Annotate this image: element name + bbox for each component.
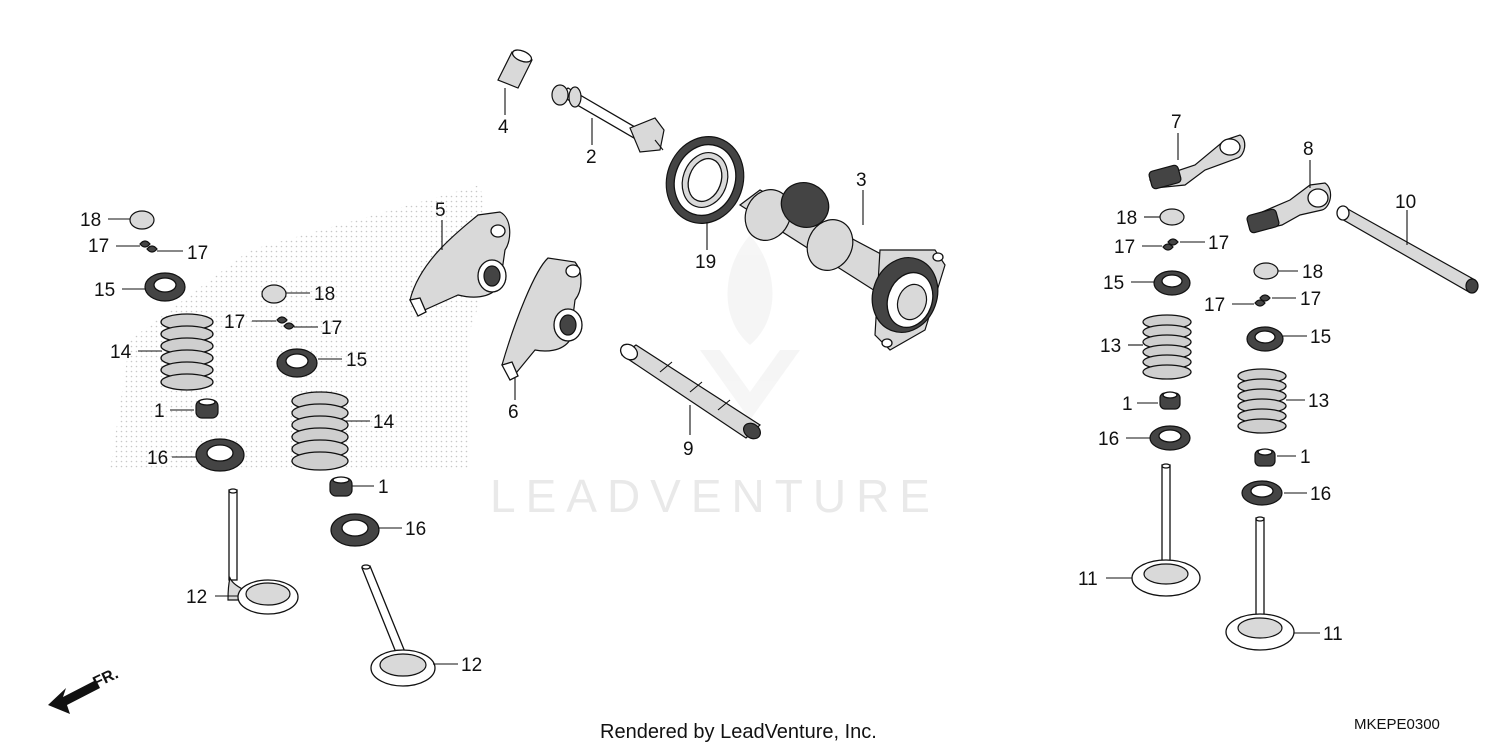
front-label: FR. — [91, 665, 122, 691]
part-5-rocker-arm[interactable] — [409, 211, 511, 317]
part-15-spring-retainer[interactable] — [1246, 326, 1284, 352]
part-18-valve-cap[interactable] — [1159, 208, 1185, 226]
part-9-rocker-shaft[interactable] — [618, 341, 764, 442]
callout-14[interactable]: 14 — [373, 412, 395, 433]
callout-4[interactable]: 4 — [498, 117, 509, 138]
callout-18[interactable]: 18 — [1116, 208, 1137, 229]
callout-17[interactable]: 17 — [1300, 289, 1321, 310]
callout-2[interactable]: 2 — [586, 147, 597, 168]
part-11-exhaust-valve[interactable] — [1225, 516, 1295, 651]
part-1-stem-seal[interactable] — [1254, 448, 1276, 467]
part-15-spring-retainer[interactable] — [1153, 270, 1191, 296]
part-13-valve-spring[interactable] — [1237, 368, 1287, 434]
callout-9[interactable]: 9 — [683, 439, 694, 460]
part-4-dowel-pin[interactable] — [497, 48, 533, 89]
callout-18[interactable]: 18 — [314, 284, 335, 305]
callout-17[interactable]: 17 — [321, 318, 342, 339]
callout-1[interactable]: 1 — [154, 401, 165, 422]
part-3-camshaft[interactable] — [737, 175, 948, 351]
part-18-valve-cap[interactable] — [261, 284, 287, 304]
part-18-valve-cap[interactable] — [129, 210, 155, 230]
front-direction-arrow-icon — [48, 680, 100, 714]
callout-7[interactable]: 7 — [1171, 112, 1182, 133]
part-2-decompressor-shaft[interactable] — [551, 84, 665, 153]
part-8-rocker-arm[interactable] — [1246, 182, 1332, 234]
part-17-valve-cotter[interactable] — [1162, 238, 1179, 251]
callout-16[interactable]: 16 — [147, 448, 168, 469]
part-12-intake-valve[interactable] — [227, 488, 299, 615]
callout-17[interactable]: 17 — [1204, 295, 1225, 316]
callout-1[interactable]: 1 — [1300, 447, 1311, 468]
part-17-valve-cotter[interactable] — [276, 316, 295, 330]
callout-15[interactable]: 15 — [94, 280, 115, 301]
diagram-code: MKEPE0300 — [1354, 716, 1440, 733]
part-11-exhaust-valve[interactable] — [1131, 463, 1201, 597]
callout-12[interactable]: 12 — [461, 655, 482, 676]
callout-11[interactable]: 11 — [1323, 624, 1343, 645]
part-15-spring-retainer[interactable] — [276, 348, 318, 378]
callout-13[interactable]: 13 — [1308, 391, 1329, 412]
part-7-rocker-arm[interactable] — [1148, 134, 1246, 190]
callout-13[interactable]: 13 — [1100, 336, 1121, 357]
part-19-bearing[interactable] — [654, 126, 756, 235]
part-16-spring-seat[interactable] — [195, 438, 245, 472]
callout-16[interactable]: 16 — [405, 519, 426, 540]
part-10-rocker-shaft[interactable] — [1336, 205, 1479, 294]
callout-18[interactable]: 18 — [80, 210, 101, 231]
part-6-rocker-arm[interactable] — [501, 257, 583, 381]
part-1-stem-seal[interactable] — [329, 476, 353, 497]
part-1-stem-seal[interactable] — [1159, 391, 1181, 410]
callout-16[interactable]: 16 — [1310, 484, 1331, 505]
part-12-intake-valve[interactable] — [361, 564, 436, 687]
callout-3[interactable]: 3 — [856, 170, 867, 191]
callout-15[interactable]: 15 — [1310, 327, 1331, 348]
part-15-spring-retainer[interactable] — [144, 272, 186, 302]
callout-17[interactable]: 17 — [187, 243, 208, 264]
leadventure-watermark-logo — [700, 235, 800, 420]
callout-17[interactable]: 17 — [1114, 237, 1135, 258]
callout-15[interactable]: 15 — [1103, 273, 1124, 294]
part-16-spring-seat[interactable] — [1241, 480, 1283, 506]
callout-11[interactable]: 11 — [1078, 569, 1098, 590]
part-17-valve-cotter[interactable] — [139, 240, 158, 253]
part-17-valve-cotter[interactable] — [1254, 294, 1271, 307]
part-16-spring-seat[interactable] — [330, 513, 380, 547]
callout-16[interactable]: 16 — [1098, 429, 1119, 450]
part-18-valve-cap[interactable] — [1253, 262, 1279, 280]
callout-14[interactable]: 14 — [110, 342, 132, 363]
part-16-spring-seat[interactable] — [1149, 425, 1191, 451]
part-13-valve-spring[interactable] — [1142, 314, 1192, 380]
callout-8[interactable]: 8 — [1303, 139, 1314, 160]
callout-17[interactable]: 17 — [88, 236, 109, 257]
callout-1[interactable]: 1 — [378, 477, 389, 498]
rendered-by-footer: Rendered by LeadVenture, Inc. — [600, 721, 877, 743]
callout-6[interactable]: 6 — [508, 402, 519, 423]
callout-19[interactable]: 19 — [695, 252, 716, 273]
callout-17[interactable]: 17 — [224, 312, 245, 333]
callout-17[interactable]: 17 — [1208, 233, 1229, 254]
part-1-stem-seal[interactable] — [195, 398, 219, 419]
callout-12[interactable]: 12 — [186, 587, 207, 608]
callout-1[interactable]: 1 — [1122, 394, 1133, 415]
callout-10[interactable]: 10 — [1395, 192, 1416, 213]
part-14-valve-spring[interactable] — [160, 313, 214, 391]
part-14-valve-spring[interactable] — [291, 391, 349, 471]
callout-15[interactable]: 15 — [346, 350, 367, 371]
watermark-text: LEADVENTURE — [490, 470, 940, 522]
callout-5[interactable]: 5 — [435, 200, 446, 221]
callout-18[interactable]: 18 — [1302, 262, 1323, 283]
